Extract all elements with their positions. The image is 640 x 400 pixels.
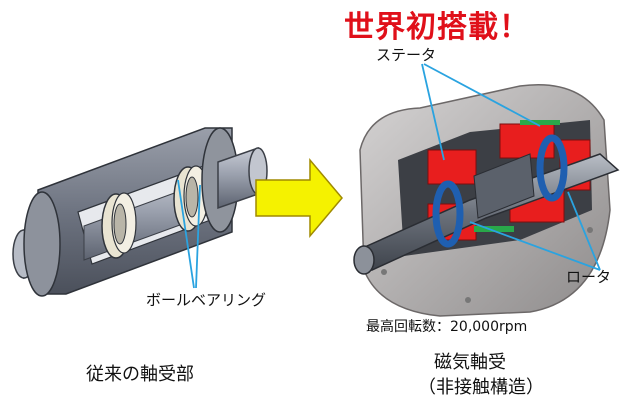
transition-arrow (255, 157, 343, 239)
conventional-caption: 従来の軸受部 (86, 364, 194, 385)
ball-bearing-right (173, 165, 209, 232)
rotor-label: ロータ (566, 268, 612, 286)
magnetic-caption-line1: 磁気軸受 (434, 352, 506, 373)
magnetic-caption-line2: （非接触構造） (418, 377, 544, 398)
max-speed-label: 最高回転数：20,000rpm (366, 319, 528, 335)
rotor-shaft-end (353, 245, 375, 275)
sensor-strip (520, 120, 560, 125)
magnetic-bearing-illustration (353, 83, 620, 317)
conventional-bearing-illustration (12, 127, 268, 297)
stator-block (427, 149, 477, 185)
sensor-strip (474, 226, 514, 232)
housing-end-face (23, 191, 61, 297)
rotor-ring-left (432, 180, 464, 248)
ball-bearing-left (101, 192, 137, 259)
magnetic-leader-lines (421, 63, 601, 271)
stator-label: ステータ (376, 46, 437, 64)
ball-bearing-leader-lines (177, 179, 201, 289)
headline-world-first: 世界初搭載！ (344, 10, 530, 45)
bolt (381, 269, 387, 275)
rotor-ring-right (536, 134, 568, 202)
rotor-core (473, 153, 535, 219)
bolt (465, 297, 471, 303)
ball-bearing-label: ボールベアリング (146, 291, 267, 309)
bolt (587, 227, 593, 233)
